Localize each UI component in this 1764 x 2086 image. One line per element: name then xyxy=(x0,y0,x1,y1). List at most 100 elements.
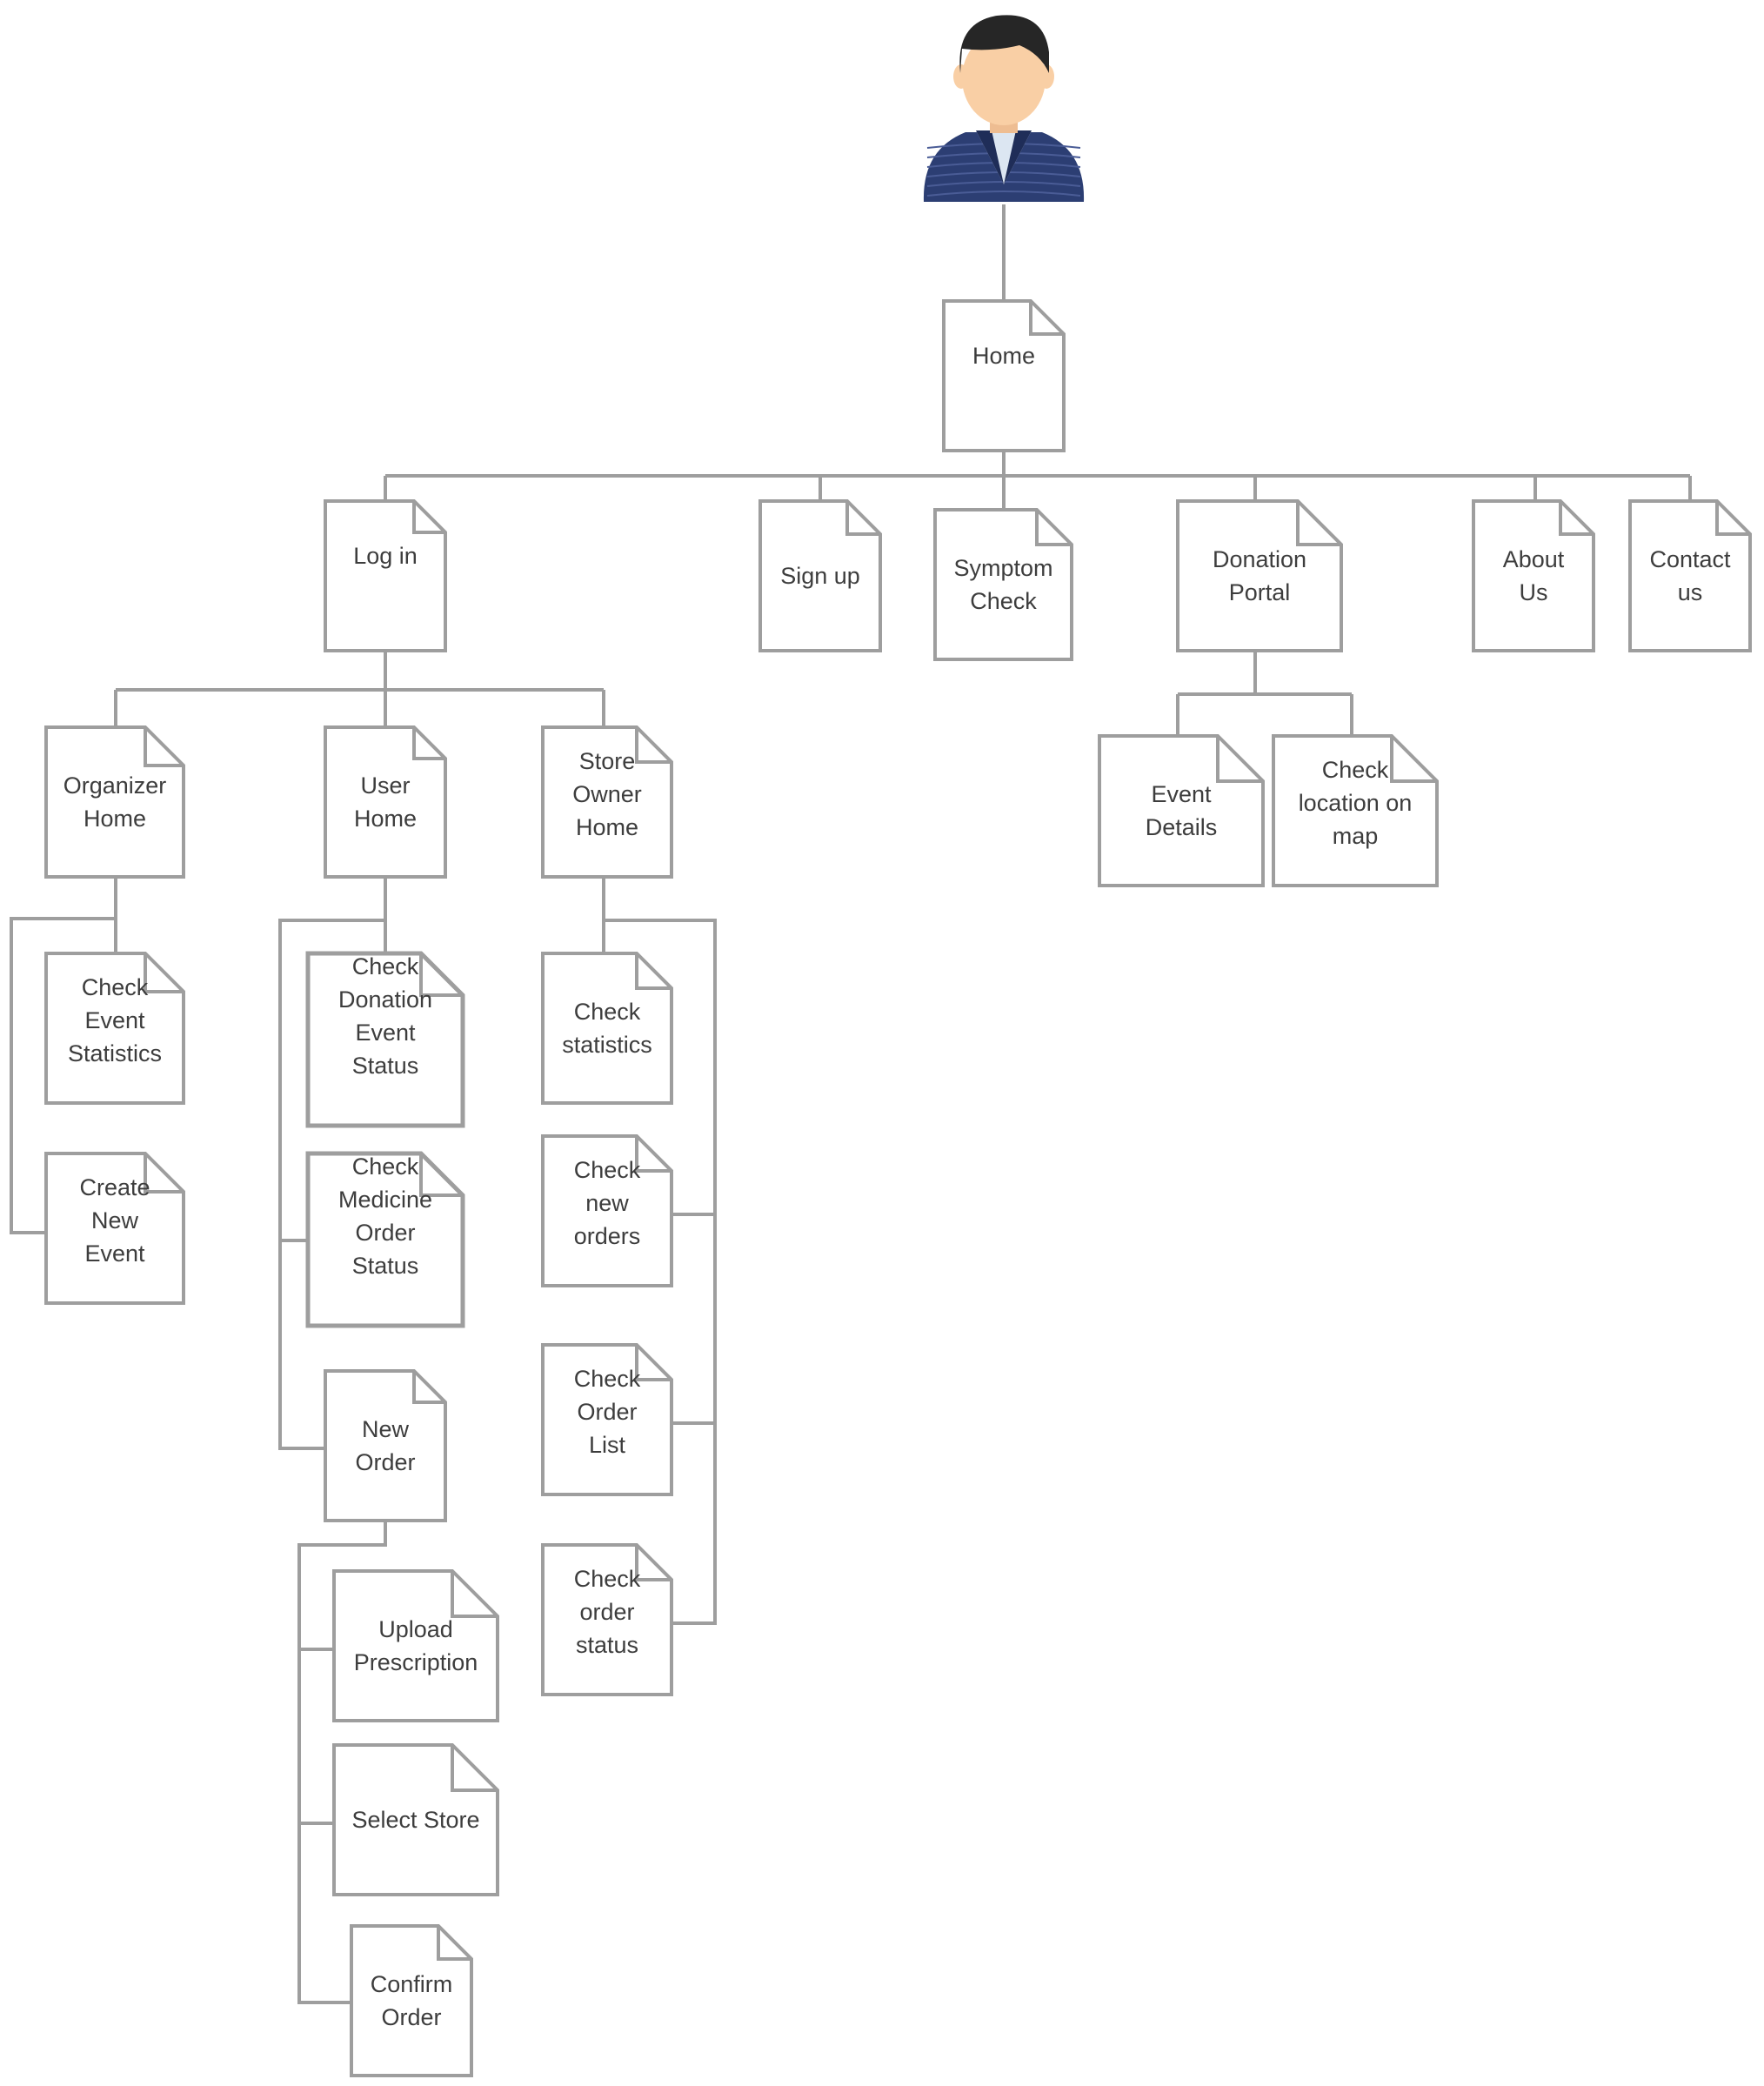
node-label-select-store: Select Store xyxy=(351,1807,479,1833)
node-label-sign-up: Sign up xyxy=(780,563,860,589)
avatar-face xyxy=(962,31,1046,125)
document-icon xyxy=(324,1369,447,1522)
document-icon xyxy=(350,1924,473,2077)
node-label-check-location-on-map: Check xyxy=(1322,757,1389,783)
document-fold xyxy=(451,1571,498,1618)
node-label-check-order-list: List xyxy=(589,1432,626,1458)
document-fold xyxy=(1390,736,1437,783)
document-fold xyxy=(1029,301,1064,336)
document-fold xyxy=(451,1745,498,1792)
node-label-check-medicine-order-status: Order xyxy=(355,1220,415,1246)
node-label-check-statistics: Check xyxy=(574,999,641,1025)
node-label-confirm-order: Order xyxy=(381,2004,441,2030)
node-label-user-home: Home xyxy=(354,806,417,832)
connector-login-bus xyxy=(114,651,605,727)
document-icon xyxy=(758,499,882,652)
document-icon xyxy=(1472,499,1595,652)
node-label-check-location-on-map: location on xyxy=(1299,790,1413,816)
document-icon xyxy=(332,1743,499,1896)
node-label-check-order-list: Order xyxy=(577,1399,637,1425)
document-fold xyxy=(144,953,184,993)
document-icon xyxy=(332,1569,499,1722)
document-fold xyxy=(635,953,672,990)
page-node-check-statistics: Check statistics xyxy=(541,952,673,1105)
document-fold xyxy=(635,1345,672,1381)
document-fold xyxy=(1216,736,1263,783)
page-node-sign-up: Sign up xyxy=(758,499,882,652)
node-label-check-donation-event-status: Check xyxy=(352,953,419,979)
document-icon xyxy=(324,725,447,879)
node-label-donation-portal: Portal xyxy=(1229,579,1291,605)
page-node-select-store: Select Store xyxy=(332,1743,499,1896)
node-label-check-new-orders: new xyxy=(585,1190,629,1216)
node-label-donation-portal: Donation xyxy=(1213,546,1306,572)
node-label-check-donation-event-status: Event xyxy=(355,1020,416,1046)
document-fold xyxy=(144,727,184,767)
document-icon xyxy=(541,1134,673,1287)
node-label-store-owner-home: Home xyxy=(576,814,638,840)
document-icon xyxy=(44,725,185,879)
node-label-store-owner-home: Owner xyxy=(572,781,642,807)
user-avatar-icon xyxy=(923,15,1085,202)
node-label-contact-us: us xyxy=(1678,579,1703,605)
page-node-check-location-on-map: Check location on map xyxy=(1272,734,1439,887)
document-fold xyxy=(635,727,672,764)
node-label-log-in: Log in xyxy=(353,543,418,569)
document-icon xyxy=(541,725,673,879)
node-label-symptom-check: Symptom xyxy=(953,555,1052,581)
node-label-organizer-home: Organizer xyxy=(63,772,167,799)
node-label-create-new-event: Create xyxy=(79,1174,150,1200)
avatar-hair xyxy=(959,15,1049,73)
node-label-check-order-status: Check xyxy=(574,1566,641,1592)
document-fold xyxy=(1715,501,1750,536)
node-label-home: Home xyxy=(972,343,1035,369)
document-icon xyxy=(933,508,1073,661)
node-label-check-order-list: Check xyxy=(574,1366,641,1392)
node-label-user-home: User xyxy=(360,772,410,799)
node-label-check-medicine-order-status: Check xyxy=(352,1153,419,1180)
node-label-check-order-status: status xyxy=(576,1632,638,1658)
node-label-check-statistics: statistics xyxy=(562,1032,652,1058)
document-fold xyxy=(412,1371,445,1404)
document-icon xyxy=(541,1343,673,1496)
node-label-organizer-home: Home xyxy=(84,806,146,832)
document-icon xyxy=(942,299,1066,452)
connector-neworder-children xyxy=(297,1521,387,2004)
document-icon xyxy=(541,1543,673,1696)
document-fold xyxy=(1296,501,1341,546)
avatar-lapel-left xyxy=(976,130,1004,184)
document-fold xyxy=(412,727,445,760)
document-fold xyxy=(635,1136,672,1173)
node-label-upload-prescription: Prescription xyxy=(354,1649,478,1675)
node-label-upload-prescription: Upload xyxy=(378,1616,453,1642)
document-icon xyxy=(1628,499,1752,652)
connector-storeowner-children xyxy=(602,877,717,1625)
node-label-new-order: Order xyxy=(355,1449,415,1475)
document-fold xyxy=(144,1153,184,1193)
page-node-home: Home xyxy=(942,299,1066,452)
node-label-create-new-event: New xyxy=(91,1207,139,1234)
document-icon xyxy=(541,952,673,1105)
node-label-check-event-statistics: Statistics xyxy=(68,1040,162,1066)
node-label-check-location-on-map: map xyxy=(1333,823,1379,849)
document-icon xyxy=(324,499,447,652)
node-label-check-new-orders: Check xyxy=(574,1157,641,1183)
document-icon xyxy=(1272,734,1439,887)
